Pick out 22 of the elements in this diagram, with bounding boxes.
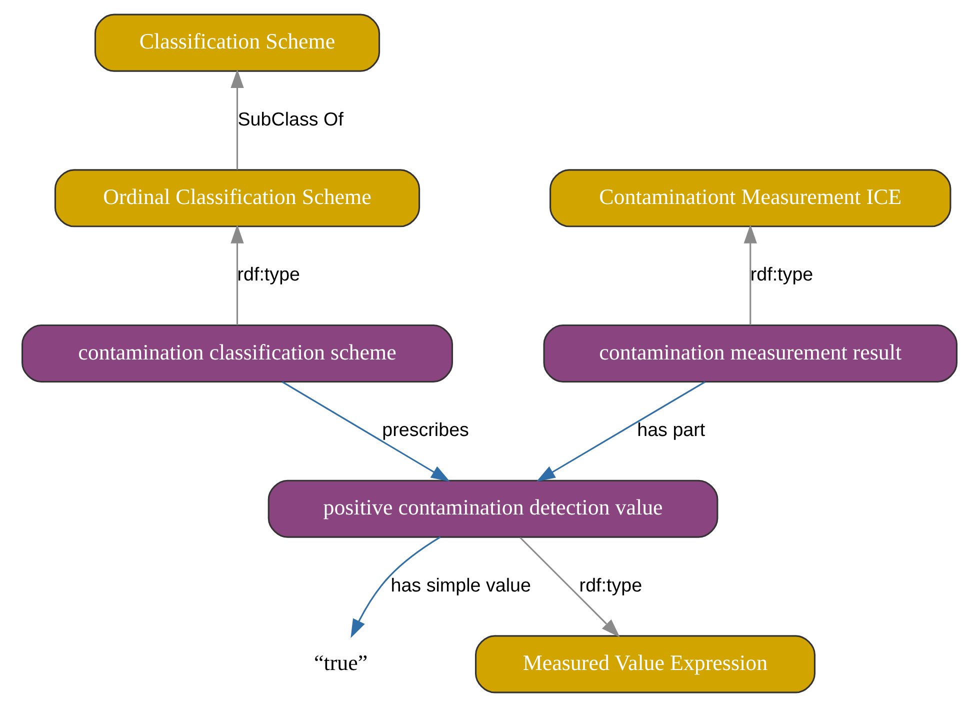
edge-label: rdf:type [750,264,814,285]
arrow [520,537,620,638]
node-box: Ordinal Classification Scheme [54,169,420,228]
node-text: “true” [314,650,368,676]
arrow [536,381,706,482]
edge-label: SubClass Of [238,108,344,130]
node-box: contamination measurement result [543,324,958,383]
arrow [744,224,757,325]
edge-label: prescribes [382,419,469,440]
node-box: Contaminationt Measurement ICE [550,169,952,228]
arrow [230,69,244,170]
arrow [230,224,244,325]
node-box: contamination classification scheme [22,324,454,383]
node-box: positive contamination detection value [268,480,718,538]
arrow [282,381,450,482]
node-box: Measured Value Expression [474,635,816,694]
edge-label: has simple value [390,574,531,596]
edge-label: rdf:type [579,574,642,596]
edge-label: has part [637,419,706,440]
node-box: Classification Scheme [94,14,380,72]
arrow [350,536,441,638]
edge-label: rdf:type [237,264,300,285]
